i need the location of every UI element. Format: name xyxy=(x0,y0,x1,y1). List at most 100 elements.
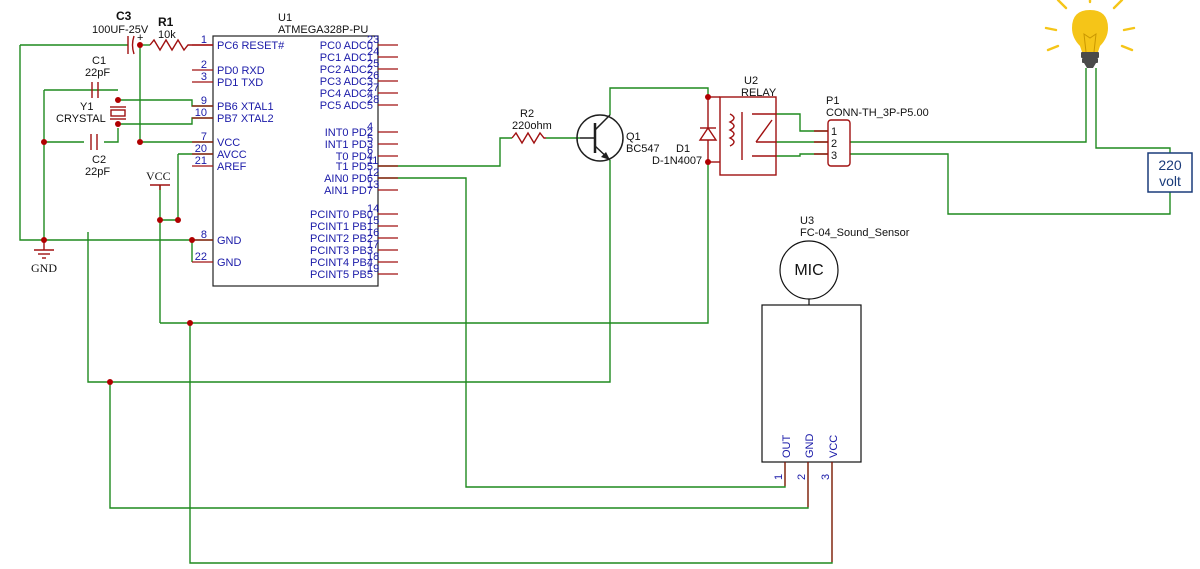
u1-left-pin-num: 10 xyxy=(195,107,207,119)
u1-right-pin-num: 18 xyxy=(367,251,379,263)
u1-right-pin-num: 4 xyxy=(367,121,373,133)
c3-plus: + xyxy=(137,32,143,44)
vcc-label: VCC xyxy=(146,169,171,183)
u1-right-pin-name: PC5 ADC5 xyxy=(320,100,373,112)
u3-pinnum-1: 1 xyxy=(773,474,785,480)
u1-left-pin-name: GND xyxy=(217,235,242,247)
y1-ref: Y1 xyxy=(80,101,93,113)
u1-ref: U1 xyxy=(278,12,292,24)
u3-ref: U3 xyxy=(800,215,814,227)
u1-left-pin-name: PB7 XTAL2 xyxy=(217,113,274,125)
u1-left-pin-name: AVCC xyxy=(217,149,247,161)
u1-right-pin-name: T1 PD5 xyxy=(336,161,373,173)
u1-right-pin-name: PCINT4 PB4 xyxy=(310,257,373,269)
c3-capacitor: C3 100UF-25V + xyxy=(92,9,149,55)
u3-pin-out: OUT xyxy=(781,435,793,459)
u1-left-pin-name: PD1 TXD xyxy=(217,77,263,89)
u1-left-pin-name: AREF xyxy=(217,161,247,173)
u3-sound-sensor: U3 FC-04_Sound_Sensor MIC OUT GND VCC 1 … xyxy=(761,215,910,562)
u1-right-pin-num: 27 xyxy=(367,82,379,94)
u1-left-pin-name: VCC xyxy=(217,137,240,149)
u1-right-pin-name: T0 PD4 xyxy=(336,151,373,163)
r2-ref: R2 xyxy=(520,108,534,120)
c2-value: 22pF xyxy=(85,166,110,178)
u1-right-pin-name: AIN0 PD6 xyxy=(324,173,373,185)
c1-ref: C1 xyxy=(92,55,106,67)
d1-diode: D1 D-1N4007 xyxy=(652,97,718,167)
c3-value: 100UF-25V xyxy=(92,24,149,36)
u3-pinnum-3: 3 xyxy=(820,474,832,480)
u1-right-pin-num: 17 xyxy=(367,239,379,251)
d1-value: D-1N4007 xyxy=(652,155,702,167)
d1-ref: D1 xyxy=(676,143,690,155)
c3-ref: C3 xyxy=(116,9,132,23)
u1-right-pin-name: PC3 ADC3 xyxy=(320,76,373,88)
u1-right-pin-num: 19 xyxy=(367,263,379,275)
u1-left-pin-num: 22 xyxy=(195,251,207,263)
u1-left-pin-name: PB6 XTAL1 xyxy=(217,101,274,113)
q1-value: BC547 xyxy=(626,143,660,155)
u1-left-pin-num: 2 xyxy=(201,59,207,71)
u1-right-pin-num: 15 xyxy=(367,215,379,227)
u1-left-pin-name: PD0 RXD xyxy=(217,65,265,77)
ac-source: 220 volt xyxy=(1147,152,1193,193)
u1-right-pin-num: 12 xyxy=(367,167,379,179)
junctions xyxy=(41,42,711,385)
u1-right-pin-name: PCINT3 PB3 xyxy=(310,245,373,257)
u1-right-pin-num: 26 xyxy=(367,70,379,82)
u1-part: ATMEGA328P-PU xyxy=(278,24,368,36)
u3-pin-gnd: GND xyxy=(804,434,816,459)
u1-right-pin-num: 28 xyxy=(367,94,379,106)
p1-pin-2: 2 xyxy=(831,138,837,150)
p1-connector: 1 2 3 P1 CONN-TH_3P-P5.00 xyxy=(814,95,929,167)
u1-right-pin-num: 14 xyxy=(367,203,379,215)
q1-ref: Q1 xyxy=(626,131,641,143)
c1-capacitor: C1 22pF xyxy=(85,55,110,98)
source-line1: 220 xyxy=(1158,157,1182,173)
p1-pin-3: 3 xyxy=(831,150,837,162)
u1-right-pin-name: PCINT5 PB5 xyxy=(310,269,373,281)
u1-right-pin-num: 6 xyxy=(367,145,373,157)
wires xyxy=(19,44,1171,564)
u1-right-pin-num: 11 xyxy=(367,155,378,167)
c1-value: 22pF xyxy=(85,67,110,79)
y1-crystal: Y1 CRYSTAL xyxy=(56,101,126,125)
u3-pinnum-2: 2 xyxy=(796,474,808,480)
r1-ref: R1 xyxy=(158,15,174,29)
u1-right-pin-num: 13 xyxy=(367,179,379,191)
r1-resistor: R1 10k xyxy=(149,15,213,52)
u1-left-pin-name: GND xyxy=(217,257,242,269)
r2-value: 220ohm xyxy=(512,120,552,132)
p1-pin-1: 1 xyxy=(831,126,837,138)
u1-right-pin-num: 23 xyxy=(367,34,379,46)
u3-value: FC-04_Sound_Sensor xyxy=(800,227,910,239)
u1-right-pin-num: 24 xyxy=(367,46,379,58)
gnd-label: GND xyxy=(31,261,57,275)
u1-left-pin-num: 20 xyxy=(195,143,207,155)
u2-ref: U2 xyxy=(744,75,758,87)
u1-left-pin-num: 9 xyxy=(201,95,207,107)
u1-right-pin-name: PCINT2 PB2 xyxy=(310,233,373,245)
c2-capacitor: C2 22pF xyxy=(85,134,110,178)
u1-left-pin-num: 21 xyxy=(195,155,207,167)
u1-left-pin-num: 8 xyxy=(201,229,207,241)
u1-right-pin-name: PC0 ADC0 xyxy=(320,40,373,52)
u3-pin-vcc: VCC xyxy=(828,435,840,458)
u1-right-pin-name: PC1 ADC1 xyxy=(320,52,373,64)
u2-value: RELAY xyxy=(741,87,777,99)
source-line2: volt xyxy=(1159,173,1181,189)
r2-resistor: R2 220ohm xyxy=(511,108,552,145)
gnd-symbol: GND xyxy=(31,242,57,275)
q1-transistor: Q1 BC547 xyxy=(576,114,660,162)
u2-relay: U2 RELAY xyxy=(708,75,777,176)
u1-right-pin-name: PC2 ADC2 xyxy=(320,64,373,76)
u3-mic: MIC xyxy=(794,262,823,279)
u1-left-pin-num: 3 xyxy=(201,71,207,83)
u1-left-pin-num: 1 xyxy=(201,34,207,46)
c2-ref: C2 xyxy=(92,154,106,166)
p1-value: CONN-TH_3P-P5.00 xyxy=(826,107,929,119)
u1-right-pin-num: 16 xyxy=(367,227,379,239)
u1-right-pin-name: AIN1 PD7 xyxy=(324,185,373,197)
